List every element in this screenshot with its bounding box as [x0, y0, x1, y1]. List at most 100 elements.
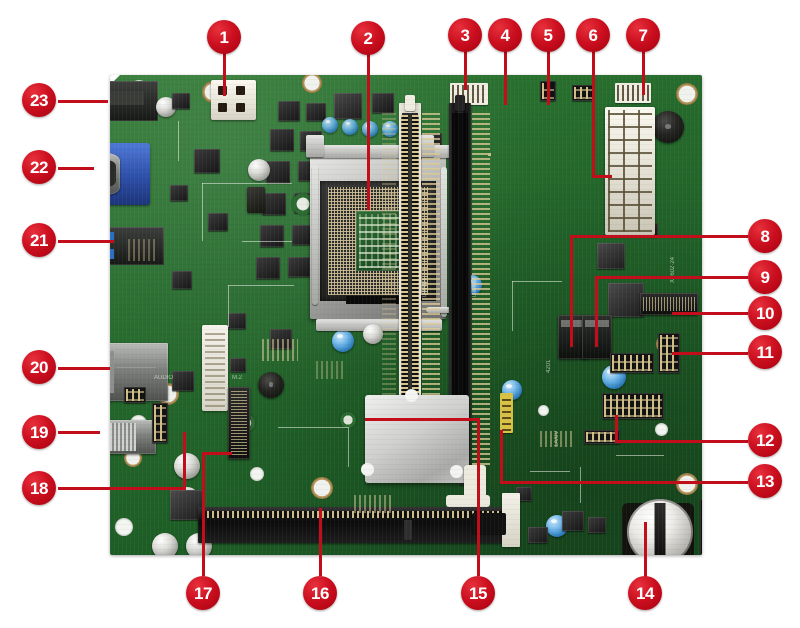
smd-chip: [194, 149, 220, 173]
inductor: [247, 187, 265, 213]
callout-14[interactable]: 14: [628, 576, 662, 610]
cpu-4pin-power-connector: [211, 80, 256, 120]
vrm-mosfet: [266, 161, 290, 183]
callout-11[interactable]: 11: [748, 335, 782, 369]
vrm-mosfet: [262, 193, 286, 215]
socket-lever-hinge: [306, 135, 324, 157]
leader-line-9b: [595, 276, 598, 347]
socket-hinge-screw: [363, 324, 383, 344]
mounting-hole: [655, 423, 668, 436]
electrolytic-capacitor: [152, 533, 178, 555]
leader-line-11: [672, 352, 748, 355]
front-panel-header: [602, 393, 664, 419]
callout-19[interactable]: 19: [22, 415, 56, 449]
leader-line-12b: [615, 415, 618, 443]
callout-22[interactable]: 22: [22, 150, 56, 184]
socket-lever-arm: [426, 307, 454, 313]
vrm-mosfet: [288, 257, 310, 277]
callout-2[interactable]: 2: [351, 21, 385, 55]
super-io-chip: [608, 283, 644, 317]
vrm-mosfet: [270, 129, 294, 151]
leader-line-1: [223, 50, 226, 96]
leader-line-12: [615, 440, 748, 443]
mounting-hole: [311, 477, 333, 499]
callout-17[interactable]: 17: [186, 576, 220, 610]
board-corner-cut: [110, 75, 120, 85]
leader-line-18b: [183, 432, 186, 490]
buzzer: [652, 111, 684, 143]
leader-line-16: [319, 508, 322, 576]
socket-load-lever: [441, 167, 447, 317]
silk-label: 4201: [546, 359, 552, 373]
leader-line-7: [642, 50, 645, 95]
callout-1[interactable]: 1: [207, 20, 241, 54]
dimm-trace-pads: [382, 111, 396, 465]
silkscreen-circle: [340, 412, 356, 428]
io-shield-bracket-detail: [205, 329, 225, 407]
pad-array: [262, 339, 298, 361]
capacitor: [156, 97, 176, 117]
callout-5[interactable]: 5: [531, 18, 565, 52]
callout-9[interactable]: 9: [748, 260, 782, 294]
small-header: [584, 430, 620, 444]
callout-18[interactable]: 18: [22, 471, 56, 505]
vrm-mosfet: [306, 103, 326, 121]
callout-6[interactable]: 6: [576, 18, 610, 52]
smd-chip: [528, 527, 548, 543]
buzzer: [258, 372, 284, 398]
heatsink-clip-arm: [446, 495, 490, 507]
callout-15[interactable]: 15: [461, 576, 495, 610]
leader-line-15b: [365, 418, 480, 421]
leader-line-10: [672, 312, 748, 315]
callout-12[interactable]: 12: [748, 423, 782, 457]
callout-7[interactable]: 7: [626, 18, 660, 52]
leader-line-3: [464, 50, 467, 90]
silk-label: AUDIO: [154, 375, 174, 381]
callout-4[interactable]: 4: [488, 18, 522, 52]
usb-header: [610, 353, 654, 373]
cmos-battery: [627, 499, 693, 555]
callout-13[interactable]: 13: [748, 464, 782, 498]
callout-16[interactable]: 16: [303, 576, 337, 610]
vrm-mosfet: [292, 225, 314, 245]
leader-line-19: [58, 431, 100, 434]
capacitor: [322, 117, 338, 133]
chipset-heatsink: [361, 389, 469, 483]
clear-cmos-jumper: [500, 393, 513, 433]
capacitor: [382, 121, 398, 137]
silk-label: DIMM1: [422, 277, 428, 297]
leader-line-17: [202, 452, 205, 576]
m2-ssd-slot: [228, 387, 250, 459]
callout-10[interactable]: 10: [748, 296, 782, 330]
mounting-hole: [676, 83, 698, 105]
smd-chip: [597, 243, 625, 269]
callout-21[interactable]: 21: [22, 223, 56, 257]
leader-line-13: [500, 481, 748, 484]
vrm-mosfet: [260, 225, 284, 247]
smd-chip: [172, 271, 192, 289]
vga-port-opening: [110, 160, 116, 187]
system-fan-header: [615, 83, 651, 103]
callout-3[interactable]: 3: [448, 18, 482, 52]
callout-20[interactable]: 20: [22, 350, 56, 384]
hdmi-port-opening: [110, 91, 144, 105]
mounting-hole: [250, 467, 264, 481]
small-header: [700, 499, 702, 555]
leader-line-13b: [500, 430, 503, 484]
capacitor: [248, 159, 270, 181]
pad-array: [354, 495, 394, 513]
socket-load-arm: [312, 165, 318, 305]
leader-line-6: [592, 50, 595, 178]
board-brand-silkscreen: Acer Inc.: [310, 553, 417, 555]
electrolytic-capacitor: [174, 453, 200, 479]
mounting-hole: [302, 75, 322, 93]
usb-2-0-mesh: [110, 423, 136, 451]
pwm-controller: [334, 93, 362, 119]
usb-3-0-port-upper: [110, 232, 114, 242]
callout-8[interactable]: 8: [748, 219, 782, 253]
leader-line-21: [58, 240, 114, 243]
silkscreen-circle: [292, 193, 314, 215]
smd-chip: [228, 313, 246, 329]
pcie-slot-end: [472, 513, 506, 535]
callout-23[interactable]: 23: [22, 83, 56, 117]
